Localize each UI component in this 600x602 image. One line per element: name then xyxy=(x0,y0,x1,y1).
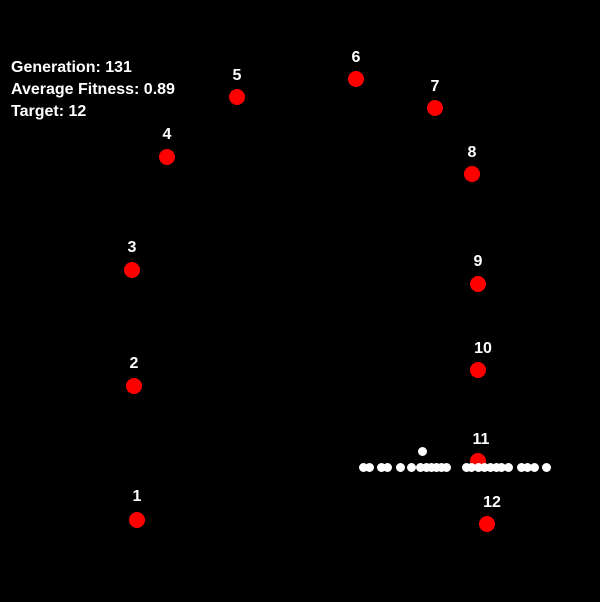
target-dot-8 xyxy=(464,166,480,182)
target-label-7: 7 xyxy=(430,78,440,95)
agent-dot xyxy=(503,462,513,472)
agent-dot xyxy=(415,462,425,472)
agent-dot xyxy=(376,462,386,472)
target-label: Target: 12 xyxy=(11,103,87,120)
target-dot-7 xyxy=(427,100,443,116)
target-dot-6 xyxy=(348,71,364,87)
target-label-2: 2 xyxy=(129,355,139,372)
agent-dot xyxy=(436,462,446,472)
target-dot-9 xyxy=(470,276,486,292)
agent-dot xyxy=(406,462,416,472)
target-dot-4 xyxy=(159,149,175,165)
agent-dot xyxy=(541,462,551,472)
target-dot-12 xyxy=(479,516,495,532)
target-label-11: 11 xyxy=(472,431,490,448)
target-label-5: 5 xyxy=(232,67,242,84)
average-fitness-label: Average Fitness: 0.89 xyxy=(11,81,175,98)
agent-dot xyxy=(417,446,427,456)
agent-dot xyxy=(466,462,476,472)
target-label-9: 9 xyxy=(473,253,483,270)
agent-dot xyxy=(426,462,436,472)
agent-dot xyxy=(421,462,431,472)
agent-dot xyxy=(461,462,471,472)
target-dot-5 xyxy=(229,89,245,105)
target-dot-2 xyxy=(126,378,142,394)
target-dot-10 xyxy=(470,362,486,378)
target-dot-3 xyxy=(124,262,140,278)
target-label-6: 6 xyxy=(351,49,361,66)
agent-dot xyxy=(441,462,451,472)
agent-dot xyxy=(485,462,495,472)
stats-panel: Generation: 131 Average Fitness: 0.89 Ta… xyxy=(11,57,175,123)
agent-dot xyxy=(491,462,501,472)
target-label-8: 8 xyxy=(467,144,477,161)
agent-dot xyxy=(382,462,392,472)
agent-dot xyxy=(431,462,441,472)
agent-dot xyxy=(473,462,483,472)
agent-dot xyxy=(395,462,405,472)
agent-dot xyxy=(516,462,526,472)
agent-dot xyxy=(364,462,374,472)
agent-dot xyxy=(496,462,506,472)
target-label-10: 10 xyxy=(474,340,492,357)
target-label-4: 4 xyxy=(162,126,172,143)
generation-label: Generation: 131 xyxy=(11,59,132,76)
target-label-12: 12 xyxy=(483,494,501,511)
agent-dot xyxy=(479,462,489,472)
target-label-3: 3 xyxy=(127,239,137,256)
target-dot-1 xyxy=(129,512,145,528)
agent-dot xyxy=(522,462,532,472)
target-label-1: 1 xyxy=(132,488,142,505)
agent-dot xyxy=(358,462,368,472)
agent-dot xyxy=(529,462,539,472)
